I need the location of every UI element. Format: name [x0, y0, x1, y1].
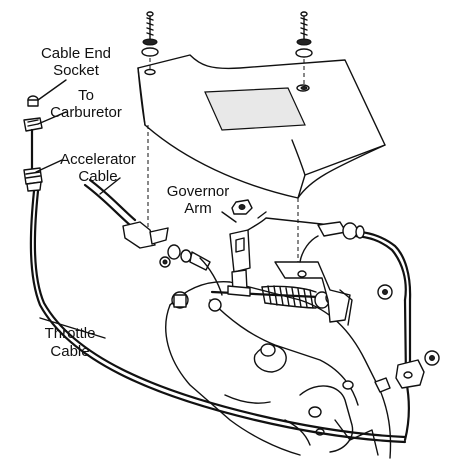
- label-throttle-cable-line1: Throttle: [45, 325, 96, 342]
- throttle-cable: [29, 189, 412, 444]
- label-governor-arm: Governor Arm: [167, 183, 230, 217]
- label-throttle-cable-line2: Cable: [50, 343, 89, 360]
- governor-arm: [229, 199, 341, 293]
- right-nut: [377, 284, 393, 300]
- governor-spring-assembly: [171, 285, 342, 312]
- cable-end-socket: [23, 95, 43, 192]
- air-cleaner-cover: [137, 54, 386, 199]
- accelerator-cable: [83, 178, 223, 296]
- label-accelerator-cable-line2: Cable: [78, 168, 117, 185]
- label-throttle-cable: Throttle Cable: [45, 325, 96, 360]
- label-cable-end-socket-line2: Socket: [53, 62, 100, 79]
- leader-lines: [35, 79, 237, 339]
- carburetor-link-bracket: [274, 221, 365, 326]
- cover-screw-right: [295, 11, 313, 86]
- label-accelerator-cable-line1: Accelerator: [60, 151, 136, 168]
- label-cable-end-socket: Cable End Socket: [41, 45, 111, 79]
- cover-screw-left: [141, 11, 159, 72]
- label-governor-arm-line1: Governor: [167, 183, 230, 200]
- label-cable-end-socket-line1: Cable End: [41, 45, 111, 62]
- cable-clamp: [374, 350, 440, 393]
- label-accelerator-cable: Accelerator Cable: [60, 151, 136, 185]
- label-governor-arm-line2: Arm: [184, 200, 212, 217]
- engine-housing: [165, 281, 392, 459]
- label-to-carburetor: To Carburetor: [50, 87, 122, 121]
- label-to-carburetor-line2: Carburetor: [50, 104, 122, 121]
- label-to-carburetor-line1: To: [78, 87, 94, 104]
